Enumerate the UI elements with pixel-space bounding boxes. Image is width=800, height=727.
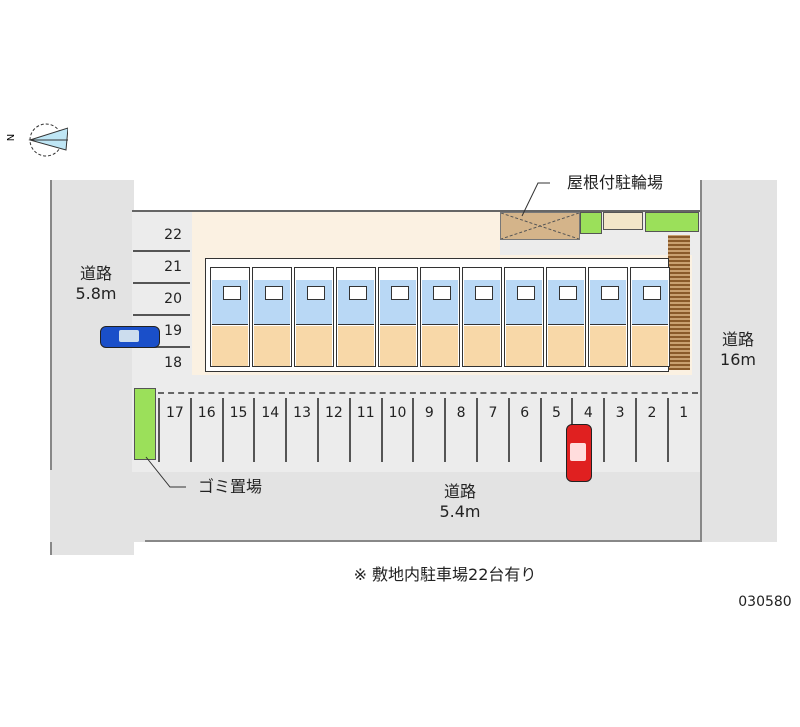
road-right: [700, 180, 777, 542]
parking-space[interactable]: 12: [317, 398, 349, 462]
parking-space[interactable]: 7: [476, 398, 508, 462]
parking-space[interactable]: 9: [412, 398, 444, 462]
car-red-icon: [566, 424, 592, 482]
apartment-unit: [210, 267, 250, 367]
apartment-unit: [588, 267, 628, 367]
apartment-building: [205, 258, 670, 372]
property-code: 030580: [738, 594, 792, 610]
parking-space[interactable]: 10: [380, 398, 413, 462]
apartment-unit: [462, 267, 502, 367]
planting: [645, 212, 699, 232]
apartment-unit: [504, 267, 544, 367]
apartment-unit: [252, 267, 292, 367]
parking-space[interactable]: 17: [158, 398, 190, 462]
apartment-unit: [546, 267, 586, 367]
parking-space[interactable]: 14: [253, 398, 285, 462]
apartment-unit: [420, 267, 460, 367]
parking-space[interactable]: 16: [189, 398, 222, 462]
parking-space[interactable]: 11: [348, 398, 381, 462]
leader-line: [521, 182, 550, 217]
compass-north-label: N: [6, 133, 18, 142]
parking-note: ※ 敷地内駐車場22台有り: [353, 565, 537, 584]
garbage-area: [134, 388, 156, 460]
paving-strip: [668, 235, 690, 370]
compass-icon: N: [6, 118, 69, 163]
parking-space[interactable]: 13: [285, 398, 317, 462]
bike-rack: [603, 212, 643, 230]
parking-left: 22 21 20 19 18: [133, 220, 190, 380]
parking-space[interactable]: 18: [164, 355, 182, 371]
parking-space[interactable]: 6: [507, 398, 540, 462]
parking-space[interactable]: 5: [539, 398, 572, 462]
road-name: 道路: [79, 264, 112, 283]
parking-space[interactable]: 20: [133, 284, 190, 316]
parking-space[interactable]: 1: [666, 398, 699, 462]
parking-space[interactable]: 15: [221, 398, 254, 462]
leader-line: [145, 456, 186, 488]
road-width: 5.4m: [439, 502, 481, 521]
yard: [192, 212, 500, 262]
parking-space[interactable]: 21: [133, 252, 190, 284]
road-name: 道路: [443, 482, 476, 501]
parking-space[interactable]: 19: [133, 316, 190, 348]
garbage-label: ゴミ置場: [197, 477, 262, 496]
road-width: 5.8m: [75, 284, 117, 303]
apartment-unit: [294, 267, 334, 367]
apartment-unit: [630, 267, 670, 367]
parking-space[interactable]: 2: [635, 398, 667, 462]
parking-space[interactable]: 3: [603, 398, 635, 462]
road-name: 道路: [721, 330, 754, 349]
road-bottom: [50, 470, 775, 542]
apartment-unit: [378, 267, 418, 367]
car-blue-icon: [100, 326, 160, 348]
planting: [580, 212, 602, 234]
apartment-unit: [336, 267, 376, 367]
bike-shelter: [500, 212, 580, 240]
bike-shelter-label: 屋根付駐輪場: [566, 173, 663, 192]
road-width: 16m: [720, 350, 756, 369]
road-bottom-step: [145, 540, 775, 542]
parking-space[interactable]: 22: [133, 220, 190, 252]
parking-space[interactable]: 8: [444, 398, 476, 462]
